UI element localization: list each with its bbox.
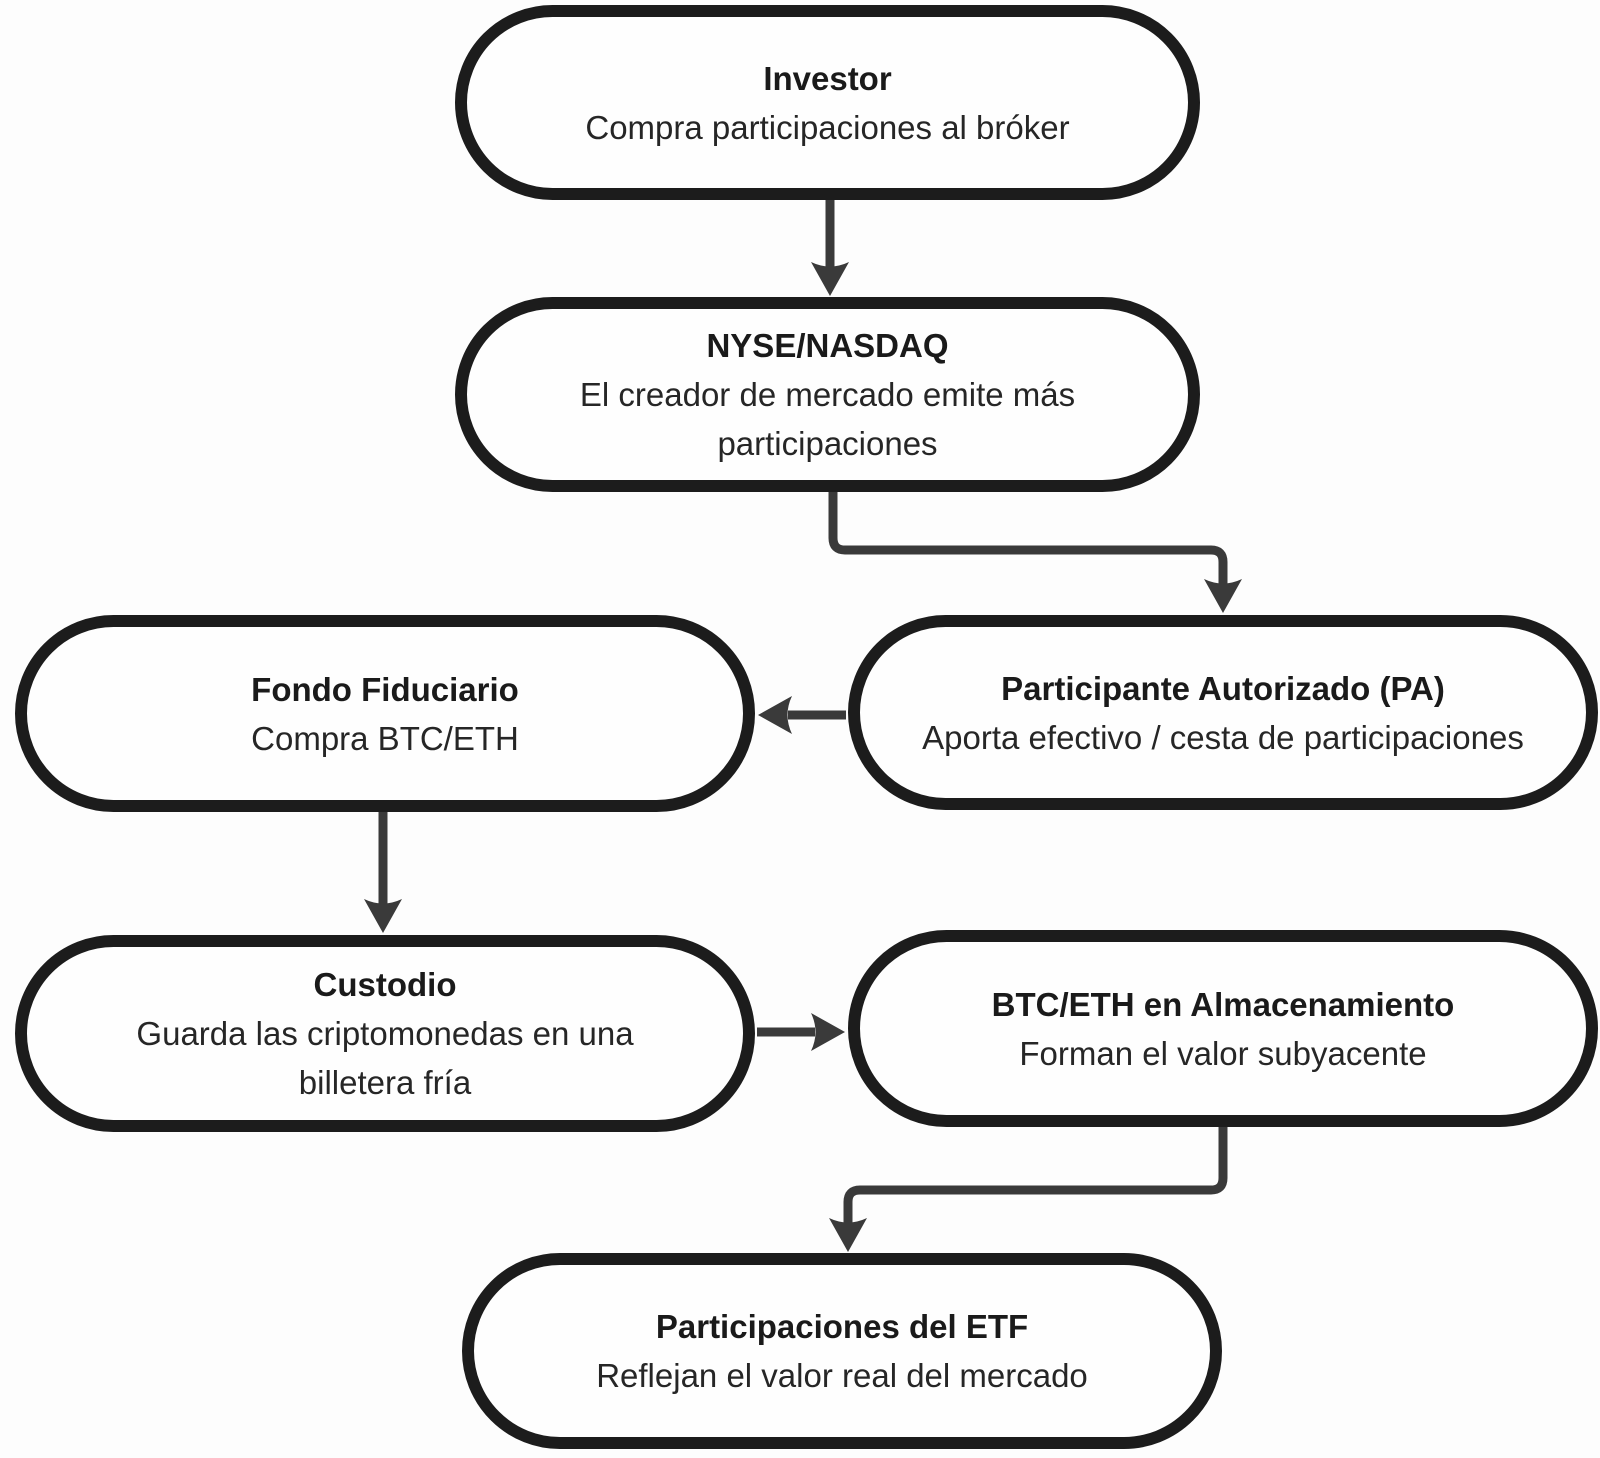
node-subtitle: El creador de mercado emite más particip… [579, 376, 1076, 462]
node-nyse-nasdaq: NYSE/NASDAQ El creador de mercado emite … [455, 297, 1200, 492]
arrowhead-down-icon [1204, 579, 1242, 613]
node-participaciones-etf: Participaciones del ETF Reflejan el valo… [462, 1253, 1222, 1449]
node-subtitle: Forman el valor subyacente [1019, 1034, 1427, 1072]
node-title: BTC/ETH en Almacenamiento [991, 985, 1455, 1023]
edge-btc-to-etf [829, 1125, 1228, 1252]
node-fondo-fiduciario: Fondo Fiduciario Compra BTC/ETH [15, 615, 755, 812]
node-investor: Investor Compra participaciones al bróke… [455, 5, 1200, 200]
node-title: Investor [763, 59, 892, 97]
node-subtitle: Compra participaciones al bróker [585, 108, 1070, 146]
node-title: NYSE/NASDAQ [706, 327, 949, 364]
edge-pa-to-fondo [758, 696, 846, 734]
arrowhead-down-icon [364, 899, 402, 933]
node-subtitle: Compra BTC/ETH [251, 719, 519, 757]
arrowhead-left-icon [758, 696, 792, 734]
edge-custodio-to-btc [757, 1013, 845, 1051]
node-title: Participante Autorizado (PA) [1001, 669, 1445, 707]
node-title: Fondo Fiduciario [251, 670, 519, 708]
node-custodio: Custodio Guarda las criptomonedas en una… [15, 935, 755, 1132]
node-btc-eth-almacenamiento: BTC/ETH en Almacenamiento Forman el valo… [848, 930, 1598, 1127]
node-participante-autorizado: Participante Autorizado (PA) Aporta efec… [848, 615, 1598, 810]
edge-nyse-to-pa [828, 490, 1242, 613]
arrowhead-down-icon [811, 262, 849, 296]
edge-fondo-to-custodio [364, 810, 402, 933]
arrowhead-right-icon [811, 1013, 845, 1051]
node-subtitle: Reflejan el valor real del mercado [596, 1357, 1088, 1394]
edge-investor-to-nyse [811, 198, 849, 296]
node-subtitle: Guarda las criptomonedas en una billeter… [136, 1015, 634, 1101]
node-subtitle: Aporta efectivo / cesta de participacion… [922, 718, 1524, 756]
node-title: Custodio [313, 966, 457, 1003]
node-title: Participaciones del ETF [655, 1308, 1029, 1345]
arrowhead-down-icon [829, 1218, 867, 1252]
